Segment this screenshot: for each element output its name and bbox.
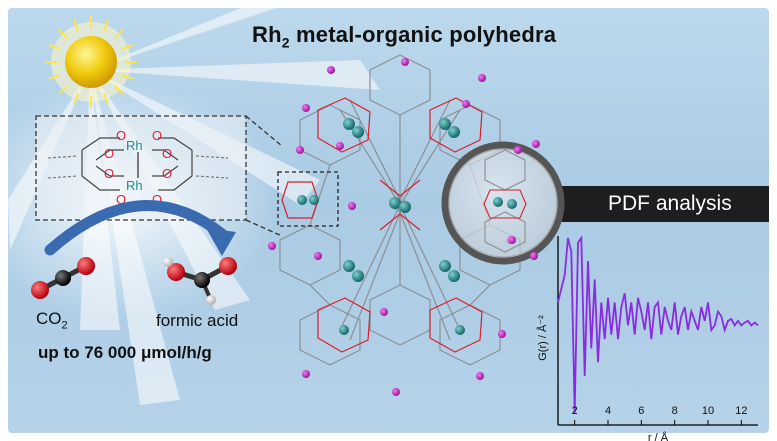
pdf-curve [557,235,759,413]
oxygen-atom: O [162,146,172,161]
chart-x-tick-label: 4 [605,405,611,417]
pdf-chart: 2 4 6 8 10 12 G(r) / Å⁻² r / Å [536,235,759,441]
production-rate-label: up to 76 000 μmol/h/g [38,343,212,362]
chart-x-tick-label: 2 [572,405,578,417]
reaction-arrow [44,200,228,256]
oxygen-atom: O [152,128,162,143]
magnifier-lens [441,140,590,265]
oxygen-atom: O [162,166,172,181]
rh-atom-bottom: Rh [126,178,143,193]
oxygen-atom: O [104,166,114,181]
mop-framework [268,54,521,396]
chart-x-label: r / Å [648,431,669,441]
formic-acid-molecule-icon [163,257,237,305]
reaction-arrow-head [206,228,236,256]
pdf-analysis-label: PDF analysis [590,186,769,222]
co2-molecule-icon [31,257,95,299]
chart-x-tick-label: 6 [638,405,644,417]
chart-x-tick-label: 8 [672,405,678,417]
chart-x-tick-label: 12 [735,405,747,417]
oxygen-atom: O [116,128,126,143]
rh-atom-top: Rh [126,138,143,153]
chart-y-label: G(r) / Å⁻² [536,315,549,361]
chart-x-tick-label: 10 [702,405,714,417]
oxygen-atom: O [104,146,114,161]
formic-acid-label: formic acid [156,311,239,330]
sun-icon [45,16,137,108]
co2-label: CO2 [36,309,68,332]
oxygen-atom: O [116,192,126,207]
oxygen-atom: O [152,192,162,207]
paddlewheel-inset: Rh Rh O O O O O O O O [35,115,283,237]
figure-title: Rh2 metal-organic polyhedra [252,22,557,51]
